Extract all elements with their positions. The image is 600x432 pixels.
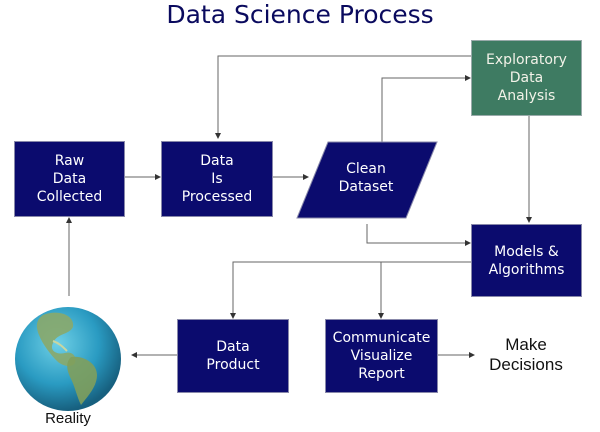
- earth-globe-icon: [15, 307, 121, 411]
- arrow-clean-to-models: [366, 224, 471, 246]
- node-make-decisions: Make Decisions: [489, 335, 563, 374]
- node-clean-dataset: Clean Dataset: [338, 161, 394, 195]
- arrow-clean-to-eda: [381, 75, 471, 142]
- node-models-algorithms: Models & Algorithms: [471, 224, 582, 297]
- node-clean-dataset-shape: [296, 141, 438, 219]
- diagram-title: Data Science Process: [166, 0, 434, 29]
- node-exploratory-data-analysis: Exploratory Data Analysis: [471, 40, 582, 116]
- node-communicate-visualize-report: Communicate Visualize Report: [325, 319, 438, 393]
- node-data-is-processed: Data Is Processed: [161, 141, 273, 217]
- node-data-product: Data Product: [177, 319, 289, 393]
- node-reality: Reality: [45, 410, 91, 427]
- arrow-eda-to-processed: [215, 55, 472, 139]
- node-raw-data-collected: Raw Data Collected: [14, 141, 125, 217]
- arrow-models-to-product: [230, 261, 472, 319]
